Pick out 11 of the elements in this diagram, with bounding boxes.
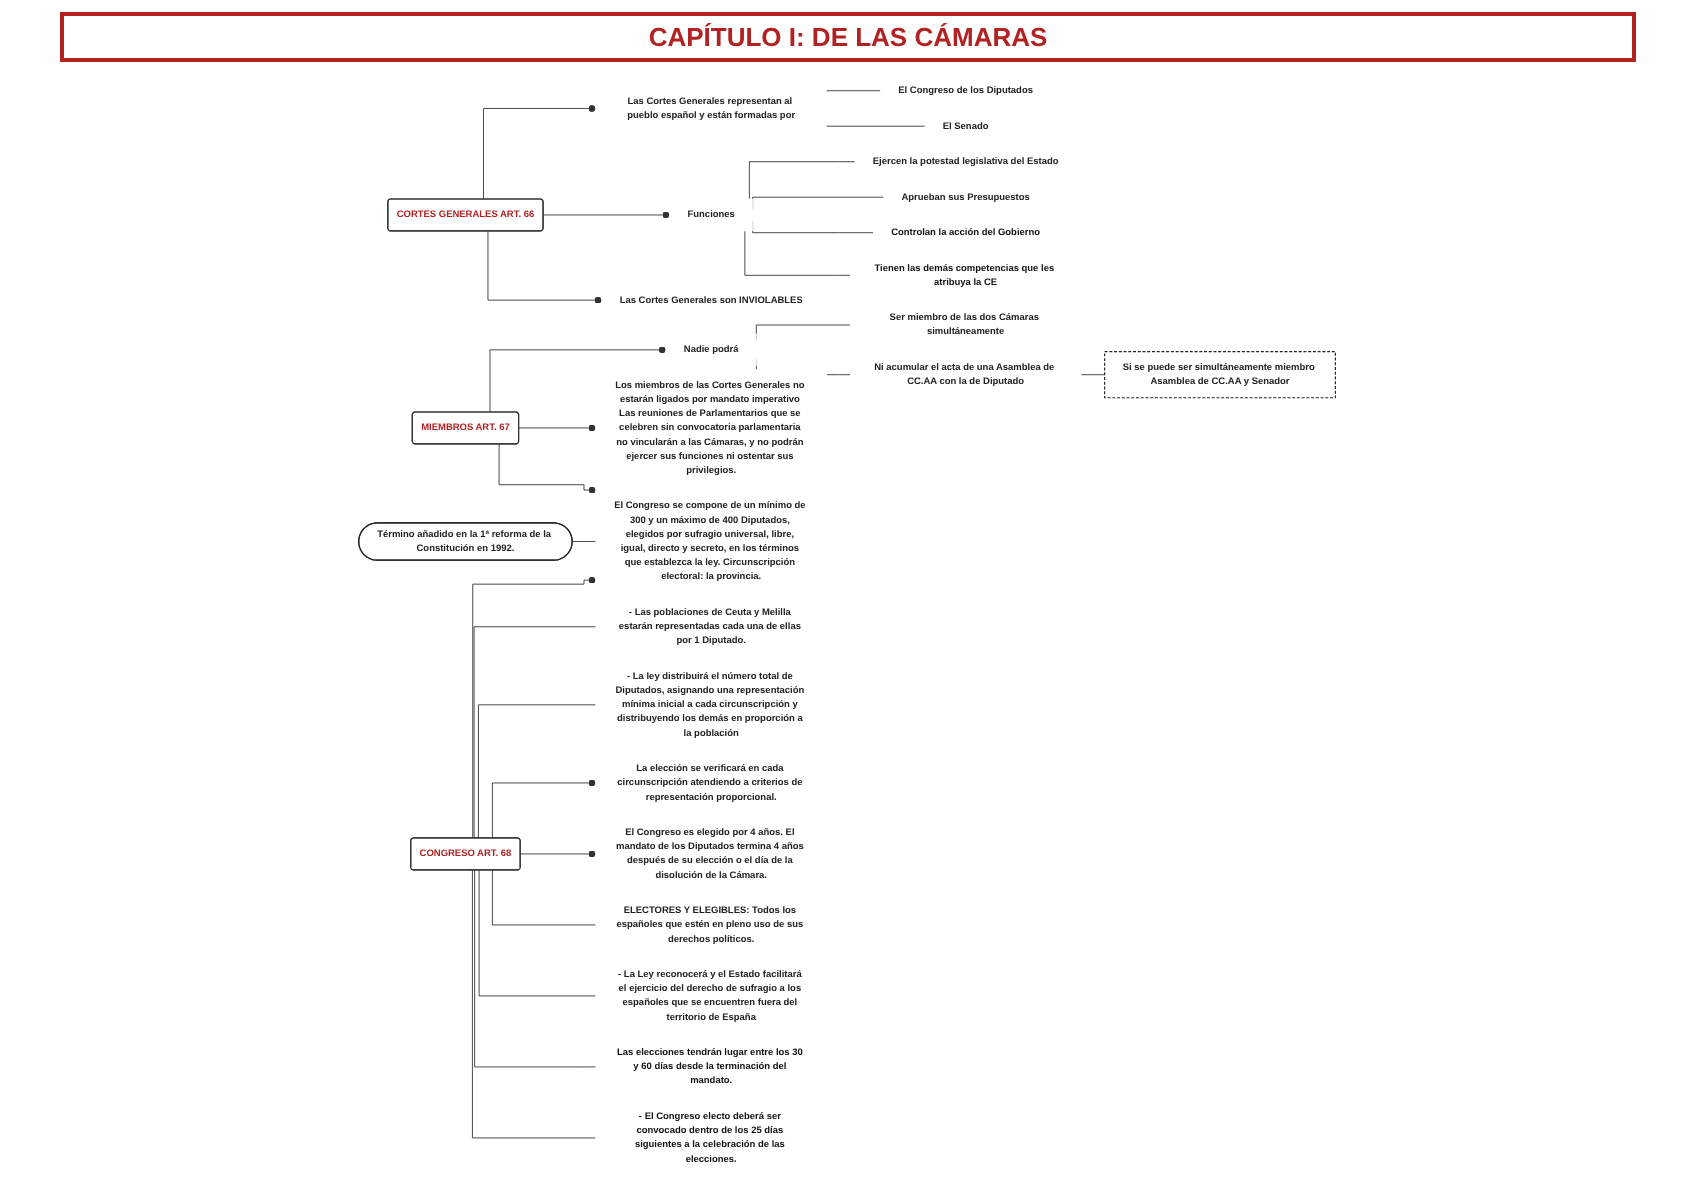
connector [1081, 374, 1107, 376]
connector [827, 124, 927, 127]
connector [749, 161, 857, 200]
connector [472, 869, 598, 1139]
connector [745, 230, 852, 276]
connector [572, 541, 598, 543]
connector [492, 869, 598, 926]
title-banner: CAPÍTULO I: DE LAS CÁMARAS [60, 12, 1636, 62]
connector [827, 90, 882, 93]
connector [475, 869, 598, 1068]
connector [479, 869, 598, 997]
